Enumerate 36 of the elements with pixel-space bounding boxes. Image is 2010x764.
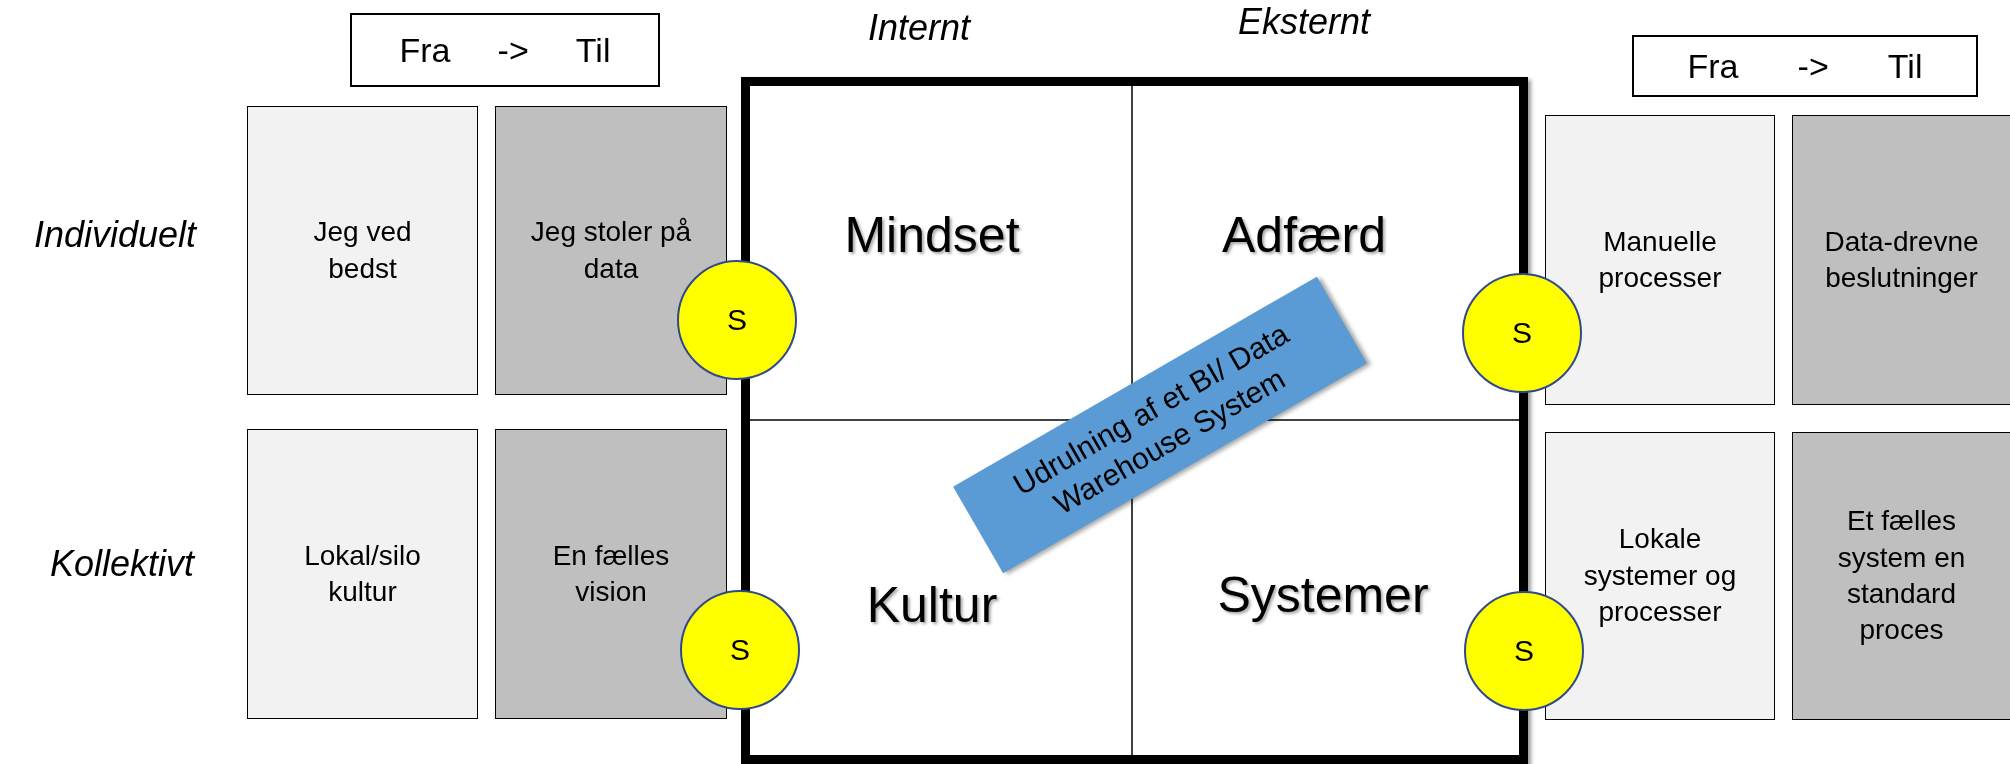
column-heading: Internt <box>867 7 971 49</box>
circle-letter: S <box>1514 634 1534 668</box>
row-heading: Individuelt <box>33 214 197 256</box>
card-text: Data-drevne beslutninger <box>1823 224 1980 295</box>
card-text: Et fælles system en standard proces <box>1836 504 1967 648</box>
header-text: -> <box>1797 46 1829 86</box>
column-heading: Eksternt <box>1238 1 1370 43</box>
circle-letter: S <box>1512 316 1532 350</box>
quadrant-title: Adfærd <box>1222 206 1386 264</box>
to-card <box>495 106 727 395</box>
header-text: Til <box>575 30 611 70</box>
card-text: Manuelle processer <box>1597 224 1723 295</box>
header-text: Til <box>1887 46 1923 86</box>
to-card <box>1792 432 2010 720</box>
card-text: Lokal/silo kultur <box>303 538 422 609</box>
quadrant-title: Kultur <box>866 576 998 634</box>
header-text: Fra <box>399 30 451 70</box>
to-card <box>495 429 727 719</box>
from-to-box <box>350 13 660 87</box>
card-text: Lokale systemer og processer <box>1582 522 1738 630</box>
circle-letter: S <box>730 633 750 667</box>
card-text: Jeg stoler på data <box>530 215 692 286</box>
header-text: Fra <box>1687 46 1739 86</box>
card-text: En fælles vision <box>551 538 671 609</box>
circle-letter: S <box>727 303 747 337</box>
from-card <box>1545 115 1775 405</box>
from-card <box>247 106 478 395</box>
row-heading: Kollektivt <box>49 543 195 585</box>
quadrant-title: Mindset <box>844 206 1020 264</box>
card-text: Jeg ved bedst <box>312 215 413 286</box>
header-text: -> <box>497 30 529 70</box>
from-to-box <box>1632 35 1978 97</box>
from-card <box>1545 432 1775 720</box>
from-card <box>247 429 478 719</box>
quadrant-title: Systemer <box>1217 566 1429 624</box>
to-card <box>1792 115 2010 405</box>
